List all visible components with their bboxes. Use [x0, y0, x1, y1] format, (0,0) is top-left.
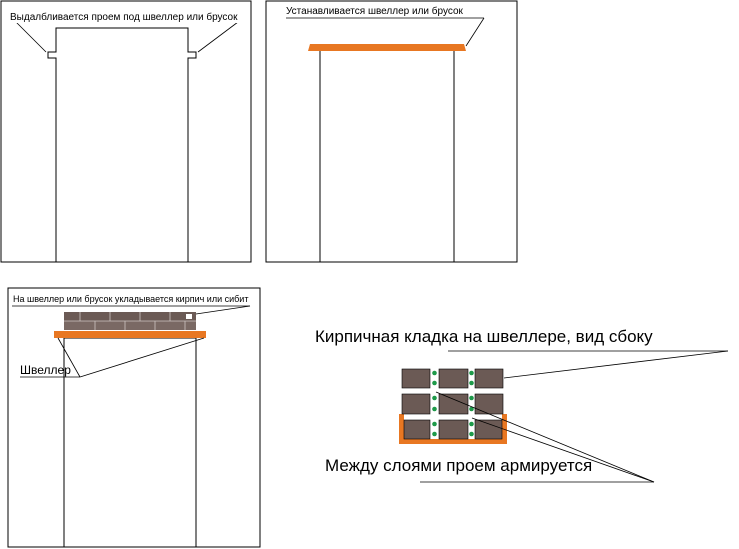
brick-row	[64, 321, 196, 330]
rebar-dot	[469, 431, 474, 437]
rebar-dot	[469, 370, 474, 376]
panel-lay-bricks: На швеллер или брусок укладывается кирпи…	[7, 287, 261, 548]
channel-label: Швеллер	[20, 363, 71, 377]
rebar-dots	[432, 370, 474, 437]
door-opening	[63, 337, 197, 548]
leader-line-lower	[471, 417, 655, 483]
door-opening	[47, 27, 197, 262]
leader-line-upper	[435, 391, 655, 483]
leader-line	[465, 17, 485, 47]
brick-gap	[186, 314, 192, 319]
brick	[401, 393, 431, 415]
brick	[438, 393, 469, 415]
channel-beam	[308, 44, 466, 51]
rebar-dot	[432, 406, 437, 412]
panel1-caption: Выдалбливается проем под швеллер или бру…	[10, 11, 238, 23]
brick	[438, 419, 469, 440]
panel3-caption: На швеллер или брусок укладывается кирпи…	[13, 294, 248, 304]
rebar-dot	[432, 370, 437, 376]
bricks	[401, 368, 504, 440]
brick-row	[64, 312, 196, 321]
leader-line-right	[197, 21, 239, 53]
brick	[474, 419, 503, 440]
brick-courses	[64, 312, 196, 330]
brick	[401, 368, 431, 389]
rebar-dot	[469, 421, 474, 427]
brick	[438, 368, 469, 389]
brick	[474, 368, 504, 389]
panel-cut-opening: Выдалбливается проем под швеллер или бру…	[0, 0, 252, 263]
brick	[403, 419, 431, 440]
rebar-dot	[469, 406, 474, 412]
leader-line-right	[79, 337, 205, 378]
leader-line	[195, 305, 251, 315]
rebar-dot	[469, 380, 474, 386]
rebar-dot	[432, 395, 437, 401]
channel-profile	[399, 414, 507, 444]
wall-outline	[265, 0, 518, 263]
side-view-title: Кирпичная кладка на швеллере, вид сбоку	[315, 327, 653, 346]
channel-beam	[54, 331, 206, 338]
side-view-note: Между слоями проем армируется	[325, 456, 592, 475]
wall-outline	[0, 0, 252, 263]
side-view: Кирпичная кладка на швеллере, вид сбоку	[315, 327, 729, 483]
rebar-dot	[432, 431, 437, 437]
leader-line-left	[57, 337, 81, 378]
leader-line-left	[15, 21, 47, 53]
rebar-dot	[469, 395, 474, 401]
panel2-caption: Устанавливается швеллер или брусок	[286, 5, 464, 17]
rebar-dot	[432, 421, 437, 427]
caption-bg	[8, 9, 244, 23]
brick	[474, 393, 504, 415]
leader-line	[503, 350, 729, 379]
panel-install-channel: Устанавливается швеллер или брусок	[265, 0, 518, 263]
rebar-dot	[432, 380, 437, 386]
door-opening	[319, 49, 455, 263]
